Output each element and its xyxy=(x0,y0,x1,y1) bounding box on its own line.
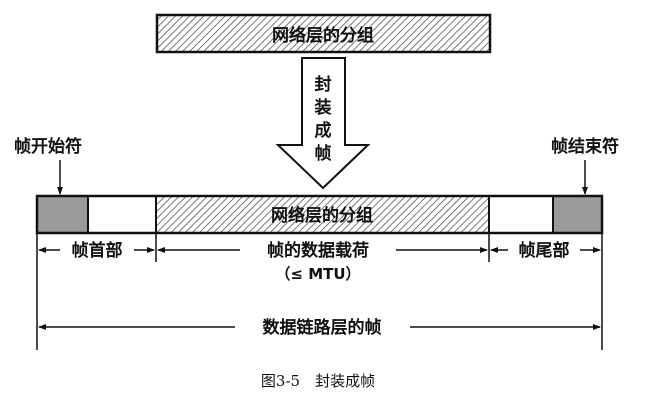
frame-box: 网络层的分组 xyxy=(35,194,604,235)
payload-label: 帧的数据载荷 xyxy=(267,240,369,261)
frame-end-block xyxy=(553,196,602,233)
encapsulate-char-2: 装 xyxy=(314,97,332,118)
top-packet-box: 网络层的分组 xyxy=(155,13,492,54)
encapsulate-char-1: 封 xyxy=(315,74,332,95)
trailer-label: 帧尾部 xyxy=(519,240,570,261)
frame-end-label: 帧结束符 xyxy=(551,136,619,157)
payload-limit-label: （≤ MTU） xyxy=(275,265,360,283)
frame-packet-label: 网络层的分组 xyxy=(271,205,373,226)
top-packet-label: 网络层的分组 xyxy=(272,25,374,46)
figure-caption: 图3-5 封装成帧 xyxy=(261,372,375,390)
dimension-lines xyxy=(36,233,603,350)
frame-packet-block xyxy=(156,196,489,233)
encapsulate-arrow: 封 装 成 帧 xyxy=(275,57,371,190)
whole-frame-label: 数据链路层的帧 xyxy=(263,317,382,338)
encapsulate-char-3: 成 xyxy=(315,120,332,141)
frame-start-block xyxy=(37,196,88,233)
header-label: 帧首部 xyxy=(72,240,123,261)
frame-start-label: 帧开始符 xyxy=(14,136,82,157)
encapsulate-char-4: 帧 xyxy=(315,143,332,164)
